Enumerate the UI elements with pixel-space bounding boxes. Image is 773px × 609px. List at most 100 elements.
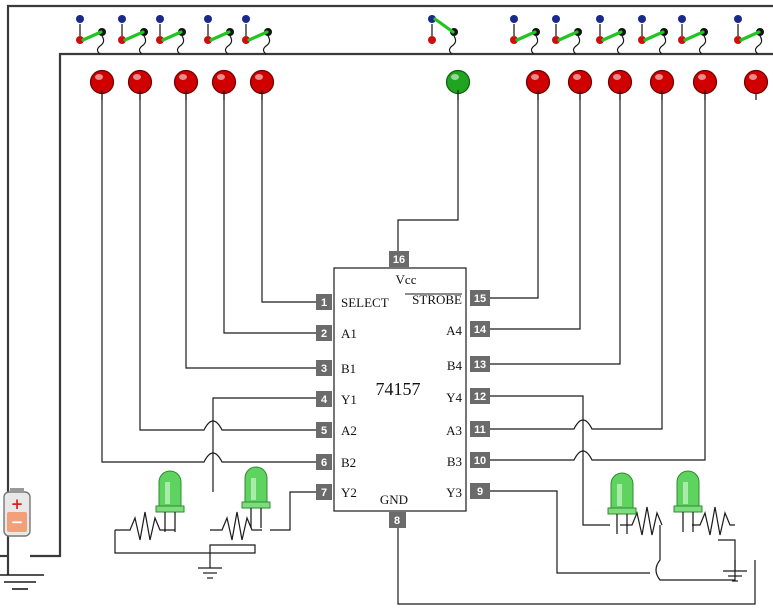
switch-lead — [754, 35, 763, 55]
toggle-switch[interactable] — [678, 15, 708, 55]
ground-symbol-battery — [0, 574, 44, 590]
pin-1 — [316, 294, 332, 310]
toggle-switch[interactable] — [734, 15, 764, 55]
pin-label: B1 — [341, 361, 356, 376]
gnd-label: GND — [380, 492, 408, 507]
toggle-switch[interactable] — [204, 15, 234, 55]
indicator-light-off — [743, 69, 769, 100]
switch-lead — [176, 35, 185, 55]
switch-bottom-contact — [596, 36, 604, 44]
toggle-switch[interactable] — [118, 15, 148, 55]
switch-top-contact — [204, 15, 212, 23]
pin-number: 6 — [321, 457, 327, 469]
output-led — [155, 470, 185, 532]
ground-symbol-left — [198, 567, 222, 579]
switch-lever[interactable] — [433, 17, 455, 34]
switch-top-contact — [510, 15, 518, 23]
switch-bottom-contact — [734, 36, 742, 44]
indicator-bank — [89, 69, 769, 100]
output-led — [241, 466, 271, 528]
pin-number: 3 — [321, 363, 327, 375]
switch-top-contact — [242, 15, 250, 23]
chip-body — [333, 267, 467, 512]
wire-led-gnd-right — [655, 525, 736, 581]
pin-11 — [470, 421, 490, 437]
toggle-switch[interactable] — [156, 15, 186, 55]
vcc-label: Vcc — [396, 272, 417, 287]
wire-y2 — [270, 491, 316, 531]
pin-label: Y4 — [446, 390, 462, 405]
wire-b4 — [488, 90, 621, 365]
pin-5 — [316, 422, 332, 438]
wire-b2 — [101, 90, 316, 463]
switch-top-contact — [552, 15, 560, 23]
switch-lead — [698, 35, 707, 55]
wire-b1 — [185, 90, 316, 369]
switch-lever[interactable] — [81, 30, 103, 42]
pin-label: B3 — [447, 454, 462, 469]
toggle-switch[interactable] — [242, 15, 272, 55]
pin-number: 1 — [321, 297, 327, 309]
pin-16-number: 16 — [393, 254, 405, 266]
resistor-1 — [115, 511, 175, 541]
switch-lever[interactable] — [161, 30, 183, 42]
toggle-switch[interactable] — [552, 15, 582, 55]
switch-lever[interactable] — [515, 30, 537, 42]
chip-part-number: 74157 — [376, 379, 421, 399]
indicator-light-off — [249, 69, 275, 100]
pin-number: 5 — [321, 425, 327, 437]
switch-lever[interactable] — [601, 30, 623, 42]
pin-label: A4 — [446, 323, 462, 338]
switch-bottom-contact — [204, 36, 212, 44]
switch-bottom-contact — [242, 36, 250, 44]
toggle-switch[interactable] — [428, 15, 458, 55]
switch-lever[interactable] — [123, 30, 145, 42]
switch-bottom-contact — [118, 36, 126, 44]
output-led — [607, 472, 637, 534]
pin-8-number: 8 — [394, 515, 400, 527]
wire-y1 — [212, 397, 316, 492]
pin-label: B4 — [447, 358, 463, 373]
input-wires-right — [397, 90, 706, 574]
wire-a1 — [223, 90, 316, 334]
wire-a2 — [139, 90, 316, 431]
switch-lever[interactable] — [557, 30, 579, 42]
pin-8 — [389, 512, 406, 528]
switch-lever[interactable] — [247, 30, 269, 42]
toggle-switch[interactable] — [596, 15, 626, 55]
switch-bottom-contact — [428, 36, 436, 44]
pin-label: SELECT — [341, 295, 389, 310]
wire-y4 — [488, 395, 610, 526]
pin-label: STROBE — [412, 292, 462, 307]
pin-number: 13 — [474, 359, 486, 371]
switch-lead — [448, 35, 457, 55]
switch-lever[interactable] — [643, 30, 665, 42]
outer-rail — [6, 4, 773, 575]
resistor-4 — [692, 506, 735, 536]
toggle-switch[interactable] — [638, 15, 668, 55]
pin-2 — [316, 325, 332, 341]
switch-top-contact — [118, 15, 126, 23]
battery: + − — [3, 488, 31, 537]
wire-strobe — [488, 90, 539, 299]
switch-lead — [572, 35, 581, 55]
toggle-switch[interactable] — [510, 15, 540, 55]
switch-bottom-contact — [638, 36, 646, 44]
switch-lever[interactable] — [209, 30, 231, 42]
toggle-switch[interactable] — [76, 15, 106, 55]
supply-rail — [30, 52, 773, 558]
switch-lever[interactable] — [683, 30, 705, 42]
pin-3 — [316, 360, 332, 376]
pin-label: A1 — [341, 326, 357, 341]
output-led — [673, 470, 703, 532]
pin-number: 11 — [474, 424, 486, 436]
switch-top-contact — [428, 15, 436, 23]
switch-lever[interactable] — [739, 30, 761, 42]
pin-16 — [389, 251, 409, 267]
resistor-2 — [210, 511, 262, 541]
pin-label: A2 — [341, 423, 357, 438]
pin-9 — [470, 483, 490, 499]
